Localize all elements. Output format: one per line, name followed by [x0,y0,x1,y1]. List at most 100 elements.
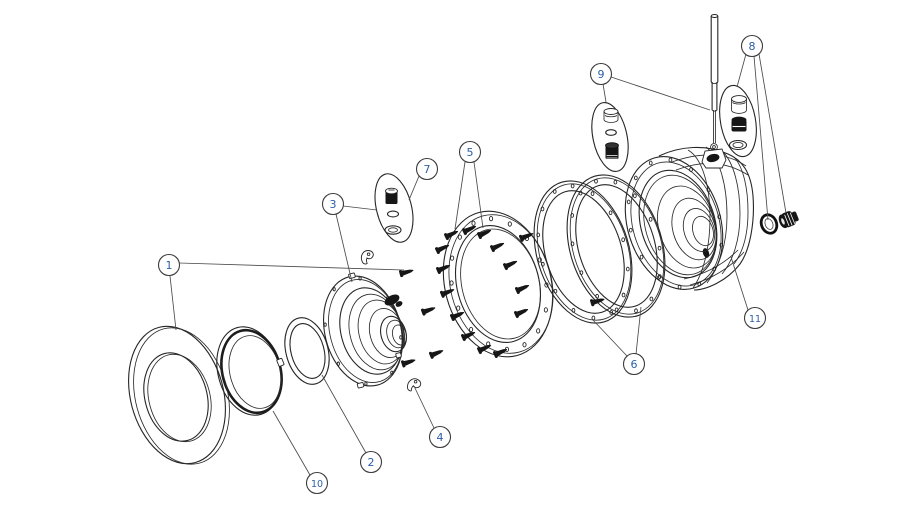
callout-9 [589,62,613,86]
bolt-hole [626,199,631,205]
bolt-hole [399,335,403,340]
bolt-hole [706,187,711,193]
lens-tab [276,357,285,367]
screw [462,225,477,236]
washer-ring [384,225,402,235]
callout-7 [415,157,439,181]
leader-line [758,53,787,214]
bolt-hole [552,189,557,194]
sealing-gasket-front [533,180,633,324]
bolt-hole [578,190,583,196]
bolt-hole [522,342,527,348]
bolt-hole [553,288,558,294]
leader-line [335,213,353,283]
bolt-hole [668,157,673,163]
leader-line [408,175,420,201]
bolt-hole [595,293,599,299]
lamp-housing [322,272,408,389]
small-parts-group-gland [374,173,414,243]
cord-connector [778,211,799,229]
bolt-hole [719,242,724,248]
bolt-hole [544,282,549,288]
screw [439,289,455,298]
callout-number-9: 9 [598,68,605,81]
bolt-hole [609,310,614,315]
screw [399,269,414,278]
bolt-hole [621,292,626,298]
leader-line [169,275,177,331]
bolt-hole [456,305,461,311]
leader-line [753,55,769,221]
bolt-hole [471,220,476,226]
callout-number-1: 1 [166,259,173,272]
screw [493,348,508,358]
bolt-hole [657,245,662,251]
leader-line [635,306,642,355]
bolt-hole [697,281,702,287]
leader-line [342,205,378,211]
screw [436,264,451,274]
niche-conduit-tab [701,148,727,169]
bolt-hole [332,287,336,292]
lens-gasket [284,317,330,385]
callout-number-10: 10 [311,479,323,490]
leader-line [602,83,607,103]
leader-line [413,385,435,429]
screw [518,233,534,242]
callout-number-7: 7 [424,163,431,176]
screw [435,244,450,255]
screw [477,344,492,355]
screw [444,230,459,241]
bolt-hole [469,326,474,333]
sealing-gasket-rear [566,174,666,318]
bolt-hole [536,328,541,334]
bolt-hole [323,322,327,327]
screw [490,242,505,253]
bolt-hole [648,216,653,222]
bolt-hole [336,361,340,366]
bolt-hole [625,266,630,272]
bolt-hole [457,234,462,240]
bolt-hole [689,167,693,172]
screw [400,359,416,368]
bolt-hole [579,270,584,276]
niche-housing [624,146,754,291]
screws-layer [399,225,605,368]
bolt-hole [648,160,653,166]
cord-boot [384,294,400,306]
callout-number-5: 5 [467,146,474,159]
bolt-hole [649,296,654,302]
bolt-hole [536,232,541,238]
clamp-ring [442,210,554,358]
leader-line [736,53,747,88]
bolt-hole [364,381,368,386]
callout-10 [305,471,329,495]
bolt-hole [634,308,638,314]
small-o-ring [386,210,400,218]
callout-number-3: 3 [330,198,337,211]
retainer-clip-bottom [406,378,422,392]
callout-1 [157,253,181,277]
bolt-hole [590,191,595,197]
screw [428,350,444,359]
callout-number-4: 4 [437,431,444,444]
o-ring [728,139,748,151]
bolt-hole [717,214,722,220]
bolt-hole [450,255,455,261]
bolt-hole [540,261,545,267]
stake-rod [710,14,719,151]
cord-gland [385,191,398,204]
screw [503,260,518,271]
callout-number-6: 6 [631,358,638,371]
callout-3 [321,192,345,216]
leader-line [272,410,311,476]
bolt-hole [507,221,512,227]
bolt-hole [489,216,494,222]
callout-number-8: 8 [749,40,756,53]
callout-8 [740,34,764,58]
bolt-hole [571,307,576,313]
lens [216,326,285,416]
bolt-hole [570,183,575,189]
